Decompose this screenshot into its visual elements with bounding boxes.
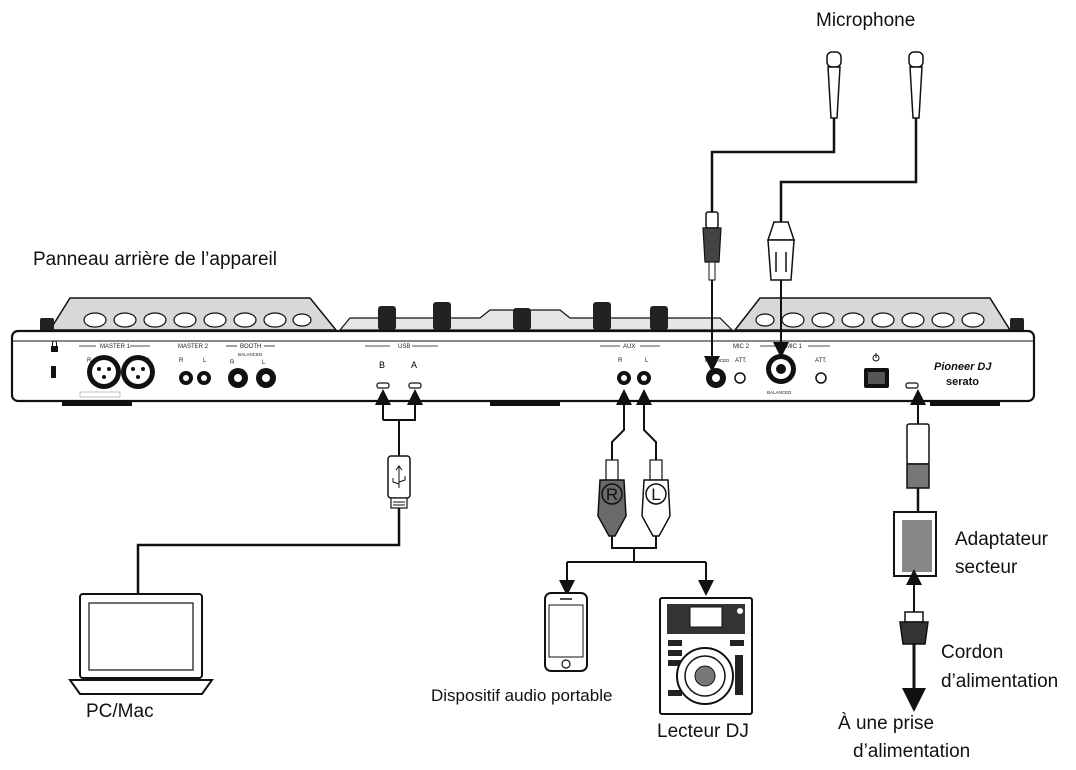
knob (593, 302, 611, 330)
rca-plug-right (597, 459, 627, 537)
knob (378, 306, 396, 330)
microphone-label: Microphone (816, 10, 916, 31)
svg-text:L: L (203, 358, 207, 364)
svg-text:BALANCED: BALANCED (705, 358, 730, 363)
svg-text:R: R (618, 358, 623, 364)
outlet-label-line2: d’alimentation (853, 741, 971, 762)
dc-in-port[interactable] (905, 382, 919, 389)
microphone-icon (826, 51, 842, 119)
phone-icon (544, 592, 588, 672)
power-adapter-icon (893, 511, 937, 577)
master1-label: MASTER 1 (100, 344, 131, 350)
master1-xlr-r[interactable] (87, 355, 121, 389)
svg-text:R: R (179, 358, 184, 364)
aux-label: AUX (623, 344, 635, 350)
cord-label-line2: d’alimentation (941, 671, 1059, 692)
lock-icon (51, 340, 58, 352)
svg-text:L: L (645, 358, 649, 364)
master1-xlr-l[interactable] (121, 355, 155, 389)
svg-text:ATT.: ATT. (815, 358, 827, 364)
security-slot (51, 366, 56, 378)
svg-text:B: B (379, 360, 385, 370)
booth-label: BOOTH (240, 344, 261, 350)
mic2-label: MIC 2 (733, 344, 750, 350)
rear-panel-label: Panneau arrière de l’appareil (33, 249, 277, 270)
knob (433, 302, 451, 330)
svg-text:L: L (262, 360, 266, 366)
dj-player-icon (659, 597, 753, 715)
microphone-icon (908, 51, 924, 119)
svg-text:R: R (87, 358, 92, 364)
pc-label: PC/Mac (86, 701, 154, 722)
outlet-label-line1: À une prise (838, 713, 935, 734)
mic2-cable (710, 118, 836, 212)
dc-plug (906, 423, 930, 489)
rca-plug-left (641, 459, 671, 537)
knob (1010, 318, 1024, 332)
adapter-label-line2: secteur (955, 557, 1018, 578)
xlr-plug (766, 221, 796, 281)
knob (513, 308, 531, 330)
cord-label-line1: Cordon (941, 642, 1004, 663)
mic1-label: MIC 1 (786, 344, 803, 350)
usb-icon (387, 455, 411, 509)
mic1-combo-jack[interactable] (766, 354, 796, 384)
svg-text:BALANCED: BALANCED (767, 390, 792, 395)
svg-text:A: A (411, 360, 417, 370)
svg-text:R: R (230, 360, 235, 366)
svg-text:BALANCED: BALANCED (238, 352, 263, 357)
brand-serato: serato (946, 376, 979, 388)
power-icon (872, 353, 880, 362)
power-plug-icon (899, 611, 929, 645)
svg-text:ATT.: ATT. (735, 358, 747, 364)
knob (40, 318, 54, 332)
master2-label: MASTER 2 (178, 344, 209, 350)
rca-left-label: L (651, 485, 660, 504)
usb-port-b[interactable] (376, 382, 390, 389)
controller-rear-panel: MASTER 1 R L MASTER 2 R L BOOTH BALANCED… (10, 297, 1036, 406)
laptop-icon (68, 593, 214, 695)
portable-device-label: Dispositif audio portable (431, 686, 613, 705)
usb-label: USB (398, 344, 410, 350)
dj-player-label: Lecteur DJ (657, 721, 749, 742)
usb-cable (136, 508, 401, 595)
mic1-att-knob[interactable] (815, 372, 827, 384)
usb-port-a[interactable] (408, 382, 422, 389)
mic2-att-knob[interactable] (734, 372, 746, 384)
knob (650, 306, 668, 330)
phone-plug (702, 211, 722, 281)
brand-pioneer: Pioneer DJ (934, 361, 992, 373)
adapter-label-line1: Adaptateur (955, 529, 1048, 550)
mic1-cable (779, 118, 918, 222)
rca-right-label: R (606, 485, 618, 504)
